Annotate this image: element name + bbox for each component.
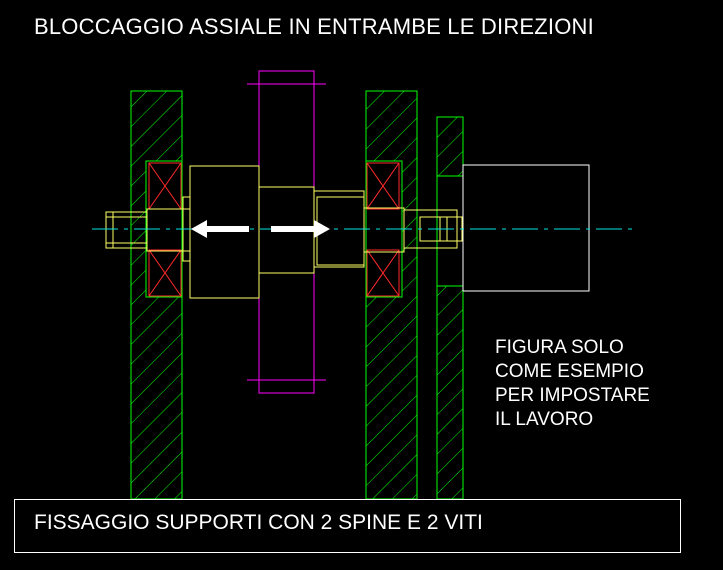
caption-frame	[14, 499, 681, 553]
middle-support-plate	[365, 90, 418, 500]
caption-text: FISSAGGIO SUPPORTI CON 2 SPINE E 2 VITI	[34, 511, 483, 534]
shaft	[105, 165, 463, 299]
note-line: IL LAVORO	[495, 409, 594, 430]
left-bearing	[148, 162, 182, 297]
note-line: PER IMPOSTARE	[495, 385, 650, 406]
note-text: FIGURA SOLO COME ESEMPIO PER IMPOSTARE I…	[495, 336, 650, 432]
right-support-plate	[436, 116, 464, 500]
right-bearing	[366, 162, 400, 297]
right-arrow	[271, 220, 330, 238]
left-arrow	[191, 220, 249, 238]
note-line: COME ESEMPIO	[495, 361, 644, 382]
left-support-plate	[130, 90, 183, 500]
note-line: FIGURA SOLO	[495, 337, 624, 358]
motor-body	[462, 164, 590, 292]
diagram-title: BLOCCAGGIO ASSIALE IN ENTRAMBE LE DIREZI…	[34, 14, 594, 39]
